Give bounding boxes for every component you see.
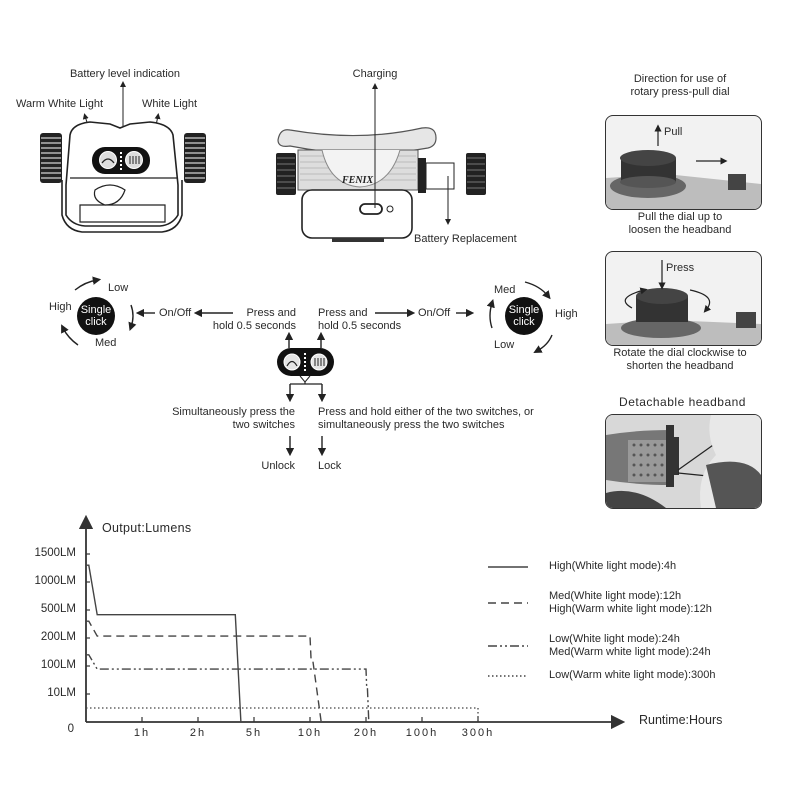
y-tick-label: 1000LM — [34, 575, 76, 587]
dual-switch-icon — [277, 348, 334, 376]
right-press-line1: Press and — [318, 307, 368, 319]
chart-x-axis-title: Runtime:Hours — [639, 713, 723, 727]
series-line-1 — [86, 564, 242, 723]
y-tick-label: 0 — [67, 723, 74, 735]
legend-label: High(Warm white light mode):12h — [549, 603, 712, 615]
lock-desc-line1: Press and hold either of the two switche… — [318, 406, 534, 418]
dial-title-line1: Direction for use of — [633, 73, 727, 85]
right-cycle-arrow-left — [486, 298, 495, 329]
dial-title-line2: rotary press-pull dial — [630, 86, 730, 98]
white-light-label: White Light — [142, 98, 198, 110]
left-single-click-badge: Single click — [77, 297, 115, 335]
series-line-4 — [86, 707, 479, 722]
x-tick-label: 1h — [133, 727, 151, 739]
y-tick-label: 500LM — [40, 603, 76, 615]
y-tick-label: 200LM — [40, 631, 76, 643]
right-press-line2: hold 0.5 seconds — [318, 320, 402, 332]
x-tick-label: 300h — [461, 727, 495, 739]
left-cycle-arrow-bottom — [61, 324, 79, 346]
lock-desc-line2: simultaneously press the two switches — [318, 419, 505, 431]
press-caption-line1: Rotate the dial clockwise to — [613, 347, 747, 359]
y-tick-label: 100LM — [40, 659, 76, 671]
dial-pull-photo: Pull — [605, 115, 762, 210]
left-cycle-high: High — [49, 301, 72, 313]
right-cycle-low: Low — [494, 339, 515, 351]
headlamp-side-illustration: FENIX — [276, 83, 486, 242]
unlock-desc-line1: Simultaneously press the — [172, 406, 295, 418]
y-tick-label: 1500LM — [34, 547, 76, 559]
headlamp-front-illustration — [40, 81, 206, 233]
battery-replacement-label: Battery Replacement — [414, 233, 517, 245]
right-cycle-high: High — [555, 308, 578, 320]
x-tick-label: 5h — [245, 727, 263, 739]
dial-press-photo: Press — [605, 251, 762, 346]
x-tick-label: 10h — [297, 727, 323, 739]
left-press-line1: Press and — [246, 307, 296, 319]
press-label: Press — [666, 262, 695, 274]
unlock-label: Unlock — [261, 460, 295, 472]
x-tick-label: 2h — [189, 727, 207, 739]
brand-logo: FENIX — [341, 175, 373, 186]
pull-caption-line1: Pull the dial up to — [637, 211, 723, 223]
series-line-2 — [86, 620, 322, 723]
right-cycle-arrow-top — [524, 281, 551, 300]
legend-label: Med(Warm white light mode):24h — [549, 646, 711, 658]
right-cycle-med: Med — [494, 284, 516, 296]
legend-label: Low(White light mode):24h — [549, 633, 680, 645]
left-press-line2: hold 0.5 seconds — [212, 320, 296, 332]
right-on-off-label: On/Off — [418, 307, 451, 319]
left-cycle-arrow-right — [128, 304, 137, 331]
legend-label: Low(Warm white light mode):300h — [549, 669, 716, 681]
battery-level-label: Battery level indication — [69, 68, 181, 80]
y-tick-label: 10LM — [47, 687, 76, 699]
series-line-3 — [86, 654, 370, 723]
x-tick-label: 100h — [405, 727, 439, 739]
left-on-off-label: On/Off — [159, 307, 192, 319]
warm-white-light-label: Warm White Light — [16, 98, 104, 110]
detachable-headband-title: Detachable headband — [619, 395, 746, 409]
legend-label: High(White light mode):4h — [549, 560, 677, 572]
press-caption-line2: shorten the headband — [626, 360, 734, 372]
right-single-click-badge: Single click — [505, 297, 543, 335]
charging-label: Charging — [352, 68, 398, 80]
right-cycle-arrow-bottom — [533, 334, 553, 354]
operation-arrows — [61, 276, 553, 457]
left-cycle-low: Low — [108, 282, 129, 294]
legend-label: Med(White light mode):12h — [549, 590, 682, 602]
left-cycle-arrow-top — [74, 276, 102, 291]
chart-y-axis-title: Output:Lumens — [102, 521, 192, 535]
left-cycle-med: Med — [95, 337, 117, 349]
x-tick-label: 20h — [353, 727, 379, 739]
pull-label: Pull — [664, 126, 683, 138]
lock-label: Lock — [318, 460, 342, 472]
pull-caption-line2: loosen the headband — [628, 224, 732, 236]
detachable-headband-photo — [605, 414, 762, 509]
unlock-desc-line2: two switches — [232, 419, 295, 431]
